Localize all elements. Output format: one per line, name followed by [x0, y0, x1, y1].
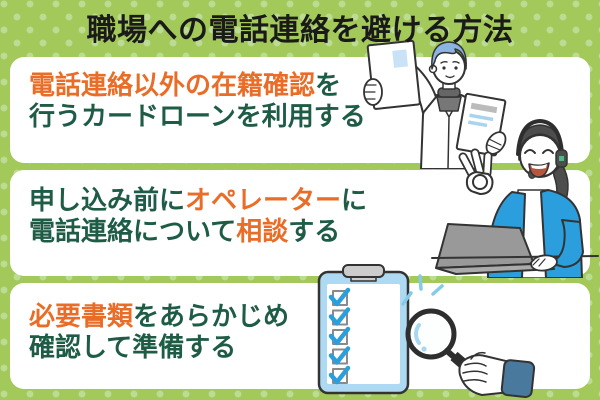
sparkle-lines — [401, 274, 444, 306]
tip-1-text: 電話連絡以外の在籍確認を 行うカードローンを利用する — [29, 71, 366, 132]
tip-2-text: 申し込み前にオペレーターに 電話連絡について相談する — [29, 186, 367, 247]
man-hair — [431, 41, 467, 70]
typing-hand — [530, 254, 558, 272]
woman-illustration-svg — [431, 119, 599, 278]
sleeve-cuff — [500, 359, 536, 398]
clipboard-checklist-illustration — [313, 262, 600, 400]
tip-1-line-1: 電話連絡以外の在籍確認を — [29, 71, 366, 102]
checkbox-checked-icon — [328, 365, 351, 385]
checkbox-checked-icon — [328, 346, 351, 365]
tip-2-line-2: 電話連絡について相談する — [29, 217, 367, 248]
tip-3-line-1: 必要書類をあらかじめ — [29, 302, 289, 333]
tip-3-base-text-1: をあらかじめ — [133, 302, 290, 332]
checkbox-checked-icon — [328, 307, 351, 326]
sweater — [436, 96, 462, 112]
tip-2-base-text-4: する — [288, 216, 341, 247]
hand-holding-magnifier — [458, 351, 536, 398]
ok-hand-sign — [458, 148, 494, 195]
headset-icon — [516, 119, 564, 156]
checkbox-checked-icon — [328, 287, 351, 307]
tip-2-base-text-2: に — [341, 186, 368, 216]
page-title: 職場への電話連絡を避ける方法 — [86, 13, 514, 48]
checkbox-checked-icon — [328, 326, 351, 346]
tip-2-base-text-1: 申し込み前に — [29, 186, 186, 216]
man-illustration-svg — [363, 39, 507, 169]
tip-3-line-2: 確認して準備する — [29, 333, 289, 364]
tip-3-text: 必要書類をあらかじめ 確認して準備する — [29, 302, 289, 363]
tip-1-accent-text: 電話連絡以外の在籍確認 — [29, 71, 316, 101]
tip-1-base-text: を — [315, 71, 342, 101]
tip-3-accent-text: 必要書類 — [29, 302, 134, 332]
operator-woman-illustration — [430, 116, 600, 278]
tip-2-accent-text-2: 相談 — [236, 216, 289, 247]
clipboard-svg — [317, 264, 536, 398]
tip-1-line2-text: 行うカードローンを利用する — [29, 101, 366, 132]
tip-2-line-1: 申し込み前にオペレーターに — [29, 186, 367, 217]
tip-1-line-2: 行うカードローンを利用する — [29, 102, 366, 133]
magnifying-glass-icon — [405, 308, 472, 373]
tip-3-base-text-2: 確認して準備する — [29, 332, 237, 363]
man-holding-documents-illustration — [357, 37, 509, 169]
tip-2-base-text-3: 電話連絡について — [29, 216, 237, 247]
tip-2-accent-text-1: オペレーター — [185, 186, 342, 216]
tip-card-3: 必要書類をあらかじめ 確認して準備する — [10, 283, 590, 389]
